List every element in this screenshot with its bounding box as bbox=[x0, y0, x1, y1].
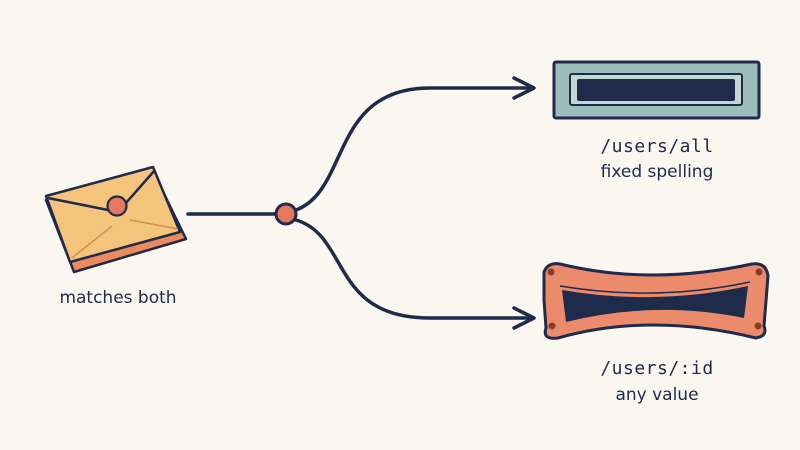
envelope-icon bbox=[44, 165, 188, 274]
param-route-description: any value bbox=[615, 385, 699, 405]
fixed-route-path: /users/all bbox=[600, 136, 714, 157]
rigid-slot-icon bbox=[552, 60, 761, 120]
param-route-path: /users/:id bbox=[600, 358, 714, 379]
flexible-slot-icon bbox=[542, 262, 770, 340]
source-caption: matches both bbox=[59, 288, 177, 308]
arrowhead-icon bbox=[512, 76, 536, 100]
arrowhead-icon bbox=[512, 306, 536, 330]
junction-dot-icon bbox=[274, 202, 298, 226]
branch-to-fixed-route bbox=[294, 86, 530, 212]
branch-to-param-route bbox=[294, 218, 530, 320]
fixed-route-description: fixed spelling bbox=[600, 162, 714, 182]
